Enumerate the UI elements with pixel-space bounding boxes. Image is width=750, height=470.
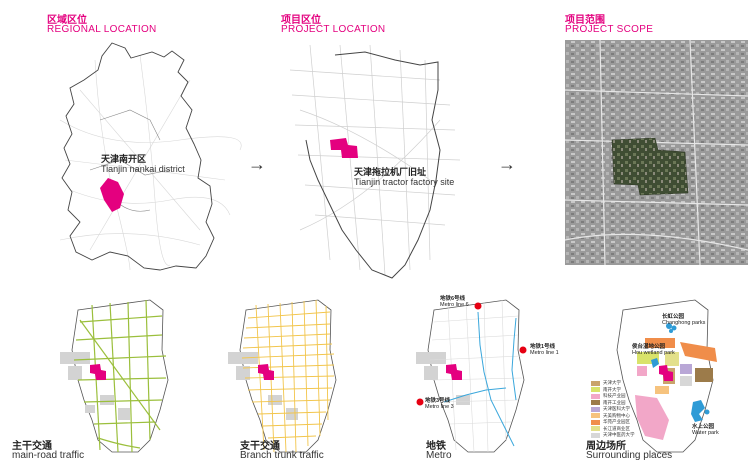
main-road-caption-en: main-road traffic xyxy=(12,450,85,461)
legend-label: 天津中医药大学 xyxy=(603,432,635,438)
branch-caption-zh: 支干交通 xyxy=(240,441,280,452)
project-scope-title-en: PROJECT SCOPE xyxy=(565,24,654,35)
legend-item: 华苑产业园区 xyxy=(591,419,635,426)
legend-swatch xyxy=(591,380,600,386)
legend-swatch xyxy=(591,400,600,406)
legend-swatch xyxy=(591,419,600,425)
project-location-title-en: PROJECT LOCATION xyxy=(281,24,386,35)
legend-label: 天津医科大学 xyxy=(603,406,630,412)
arrow-right-icon: → xyxy=(248,154,266,174)
metro-caption-en: Metro xyxy=(426,450,452,461)
metro-icon xyxy=(519,346,527,354)
legend-label: 天美购物中心 xyxy=(603,412,630,418)
legend-item: 长江道商业区 xyxy=(591,426,635,433)
project-site-highlight xyxy=(330,138,358,158)
project-site-satellite xyxy=(611,137,689,196)
legend-swatch xyxy=(591,413,600,419)
legend-swatch xyxy=(591,426,600,432)
legend-item: 天津中医药大学 xyxy=(591,432,635,439)
regional-title-zh: 区域区位 xyxy=(47,15,87,26)
district-boundary xyxy=(305,51,441,279)
main-road-caption-zh: 主干交通 xyxy=(12,441,52,452)
water-park-icon xyxy=(691,400,710,422)
legend-item: 科技产业园 xyxy=(591,393,635,400)
legend-label: 华苑产业园区 xyxy=(603,419,630,425)
project-location-label-en: Tianjin tractor factory site xyxy=(354,177,455,187)
branch-caption-en: Branch trunk traffic xyxy=(240,450,324,461)
metro-line-6 xyxy=(477,311,515,447)
regional-title-en: REGIONAL LOCATION xyxy=(47,24,157,35)
legend-label: 南开大学 xyxy=(603,386,621,392)
legend-item: 天美购物中心 xyxy=(591,413,635,420)
project-location-label-zh: 天津拖拉机厂旧址 xyxy=(354,167,427,177)
project-scope-title-zh: 项目范围 xyxy=(565,15,605,26)
regional-label-zh: 天津南开区 xyxy=(101,154,147,164)
metro-icon xyxy=(416,398,424,406)
surrounding-caption-en: Surrounding places xyxy=(586,450,673,461)
legend-label: 天津大学 xyxy=(603,380,621,386)
legend-swatch xyxy=(591,432,600,438)
nankai-district-highlight xyxy=(100,178,124,212)
metro-caption-zh: 地铁 xyxy=(426,441,446,452)
legend-label: 科技产业园 xyxy=(603,393,626,399)
legend-item: 天津医科大学 xyxy=(591,406,635,413)
surrounding-legend: 天津大学南开大学科技产业园南开工业园天津医科大学天美购物中心华苑产业园区长江道商… xyxy=(591,380,635,439)
surrounding-caption-zh: 周边场所 xyxy=(586,441,626,452)
legend-swatch xyxy=(591,387,600,393)
legend-swatch xyxy=(591,406,600,412)
regional-label-en: Tianjin nankai district xyxy=(101,164,185,174)
metro-line-1 xyxy=(511,317,517,401)
tianjin-boundary xyxy=(61,42,215,271)
metro-icon xyxy=(474,302,482,310)
legend-item: 天津大学 xyxy=(591,380,635,387)
legend-label: 南开工业园 xyxy=(603,399,626,405)
changhong-park-icon xyxy=(666,323,677,333)
metro-line-3 xyxy=(443,387,507,403)
legend-label: 长江道商业区 xyxy=(603,425,630,431)
legend-item: 南开大学 xyxy=(591,387,635,394)
arrow-right-icon: → xyxy=(498,154,516,174)
legend-swatch xyxy=(591,393,600,399)
project-location-title-zh: 项目区位 xyxy=(281,15,321,26)
legend-item: 南开工业园 xyxy=(591,400,635,407)
hou-wetland-park-icon xyxy=(651,358,659,368)
